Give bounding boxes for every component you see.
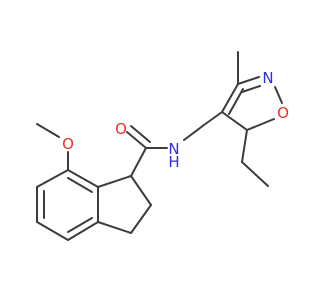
benzene-ring (36, 169, 99, 241)
bond-c2-c3 (130, 204, 152, 234)
molecule-structure: O O N H N O (36, 51, 289, 241)
bond-ar-4 (36, 221, 69, 241)
bond-c5-c4 (221, 111, 248, 131)
bond-c3-n-double (241, 85, 261, 93)
cyclopentane-ring (97, 175, 152, 234)
bond-c3-c3a (97, 221, 132, 234)
bond-ar-1 (67, 169, 99, 188)
ethyl-group (241, 129, 269, 187)
bond-ar-6 (36, 169, 69, 188)
bond-n-o (274, 86, 283, 104)
amide-nitrogen-label: N (168, 140, 179, 158)
amide-oxygen-label: O (115, 120, 127, 138)
bond-carbonyl-o-1 (126, 131, 147, 149)
bond-carbonyl-o-2 (130, 125, 151, 143)
bond-n-ch2 (183, 124, 205, 141)
isoxazole-ring: N O (203, 69, 289, 131)
isoxazole-oxygen-label: O (277, 104, 289, 122)
bond-o-c5 (246, 118, 275, 131)
bond-c5-ch2 (241, 129, 248, 163)
bond-c1-carbonyl (130, 147, 147, 177)
bond-c3-n (237, 76, 260, 85)
bond-c4-c3-double (228, 88, 244, 115)
amide-hydrogen-label: H (168, 153, 179, 171)
bond-omethoxy-ch3 (36, 123, 60, 138)
methoxy-group: O (36, 123, 74, 171)
amide-group: O N H (115, 120, 205, 177)
bond-ar-inner-2 (67, 217, 93, 233)
bond-ch2-ch3 (241, 161, 269, 187)
bond-c4-c3 (221, 83, 239, 113)
isoxazole-nitrogen-label: N (262, 69, 273, 87)
bond-c1-c7a (97, 175, 132, 188)
bond-ar-inner-3 (67, 177, 93, 193)
bond-ch2-c4 (203, 111, 223, 126)
bond-c1-c2 (130, 175, 152, 206)
bond-ar-3 (67, 221, 99, 241)
molecule-canvas: O O N H N O (36, 51, 289, 241)
methoxy-oxygen-label: O (62, 135, 74, 153)
